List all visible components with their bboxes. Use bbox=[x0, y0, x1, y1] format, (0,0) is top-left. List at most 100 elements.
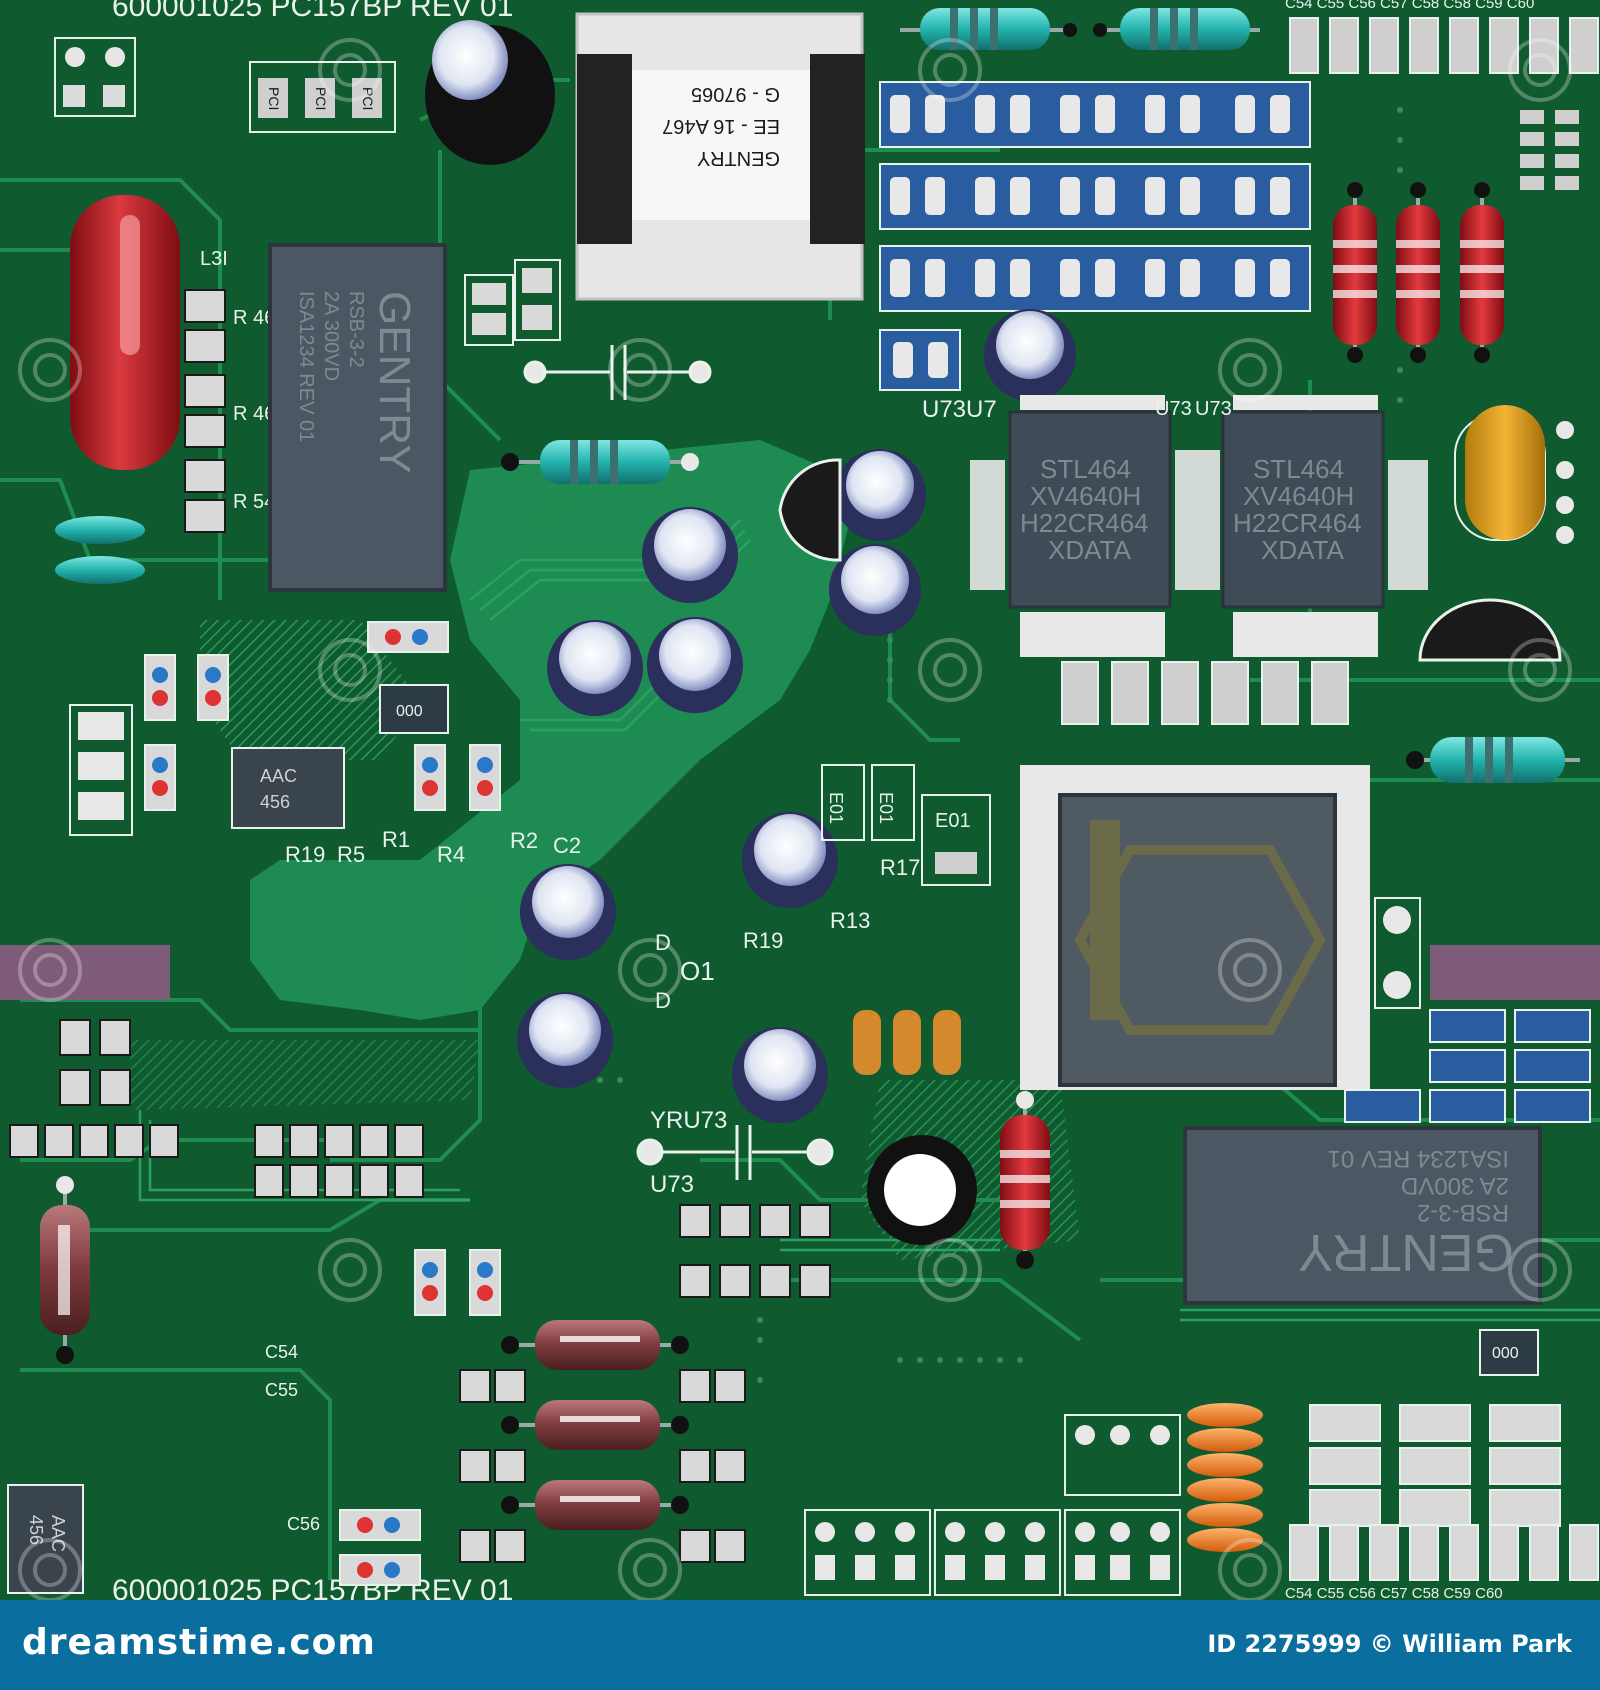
smd-000-chip-1: 000 bbox=[379, 684, 449, 734]
svg-text:AAC: AAC bbox=[48, 1515, 68, 1552]
circuit-board: 600001025 PC157BP REV 01 600001025 PC157… bbox=[0, 0, 1600, 1600]
smd-array-right bbox=[1520, 110, 1579, 190]
svg-text:EE - 16 A467: EE - 16 A467 bbox=[662, 115, 780, 137]
resistor-teal-center bbox=[501, 440, 699, 484]
svg-text:XV4640H: XV4640H bbox=[1243, 481, 1354, 511]
label-r54: R 54 bbox=[233, 491, 275, 513]
ground-plane-hatch-bottom bbox=[130, 1040, 480, 1110]
svg-text:O1: O1 bbox=[680, 956, 715, 986]
svg-text:2A 300VD: 2A 300VD bbox=[320, 291, 342, 381]
electrolytic-capacitor-cluster bbox=[517, 309, 1076, 1245]
svg-text:D: D bbox=[655, 988, 671, 1013]
capacitor-symbol-bottom bbox=[636, 1125, 834, 1180]
svg-text:R19: R19 bbox=[743, 928, 783, 953]
relay-gentry-right: GENTRY RSB-3-2 2A 300VD ISA1234 REV 01 bbox=[1183, 1126, 1542, 1305]
site-wordmark: dreamstime.com bbox=[22, 1622, 376, 1663]
smd-capacitor-row-top bbox=[1289, 17, 1599, 74]
resistor-brown-left bbox=[40, 1176, 90, 1364]
svg-text:PCI: PCI bbox=[313, 87, 329, 110]
purple-resistor-left bbox=[0, 945, 170, 1000]
relay-gentry-left: GENTRY RSB-3-2 2A 300VD ISA1234 REV 01 bbox=[268, 243, 447, 592]
svg-text:GENTRY: GENTRY bbox=[370, 291, 419, 474]
svg-text:C56: C56 bbox=[287, 1514, 320, 1534]
resistors-orange-small bbox=[853, 1010, 961, 1075]
watermark-footer-bar: dreamstime.com ID 2275999 © William Park bbox=[0, 1600, 1600, 1690]
svg-text:RSB-3-2: RSB-3-2 bbox=[1417, 1199, 1509, 1226]
ic-qfp-main bbox=[1020, 765, 1370, 1090]
smd-array-bottom-right bbox=[1289, 1404, 1599, 1581]
transistor-right bbox=[1418, 598, 1562, 662]
svg-text:RSB-3-2: RSB-3-2 bbox=[345, 291, 367, 368]
resistors-red-vertical bbox=[1333, 182, 1504, 363]
silkscreen-labels: R19 R5 R1 R4 R2 C2 R17 R13 R19 D D O1 YR… bbox=[265, 827, 920, 1534]
purple-resistor-right bbox=[1430, 945, 1600, 1000]
pci-pad-group: PCI PCI PCI bbox=[249, 61, 396, 133]
aac-chip: AAC 456 bbox=[231, 747, 345, 829]
svg-text:YRU73: YRU73 bbox=[650, 1107, 727, 1134]
ic-bus-pins-right bbox=[1388, 460, 1428, 590]
capacitor-red-cylinder bbox=[70, 195, 180, 470]
smd-pads-near-relay bbox=[464, 259, 561, 346]
svg-text:H22CR464: H22CR464 bbox=[1233, 508, 1362, 538]
svg-text:R2: R2 bbox=[510, 828, 538, 853]
cap-labels-top: C54 C55 C56 C57 C58 C58 C59 C60 bbox=[1285, 0, 1534, 12]
resistor-teal-right bbox=[1406, 737, 1580, 783]
svg-text:GENTRY: GENTRY bbox=[697, 147, 780, 169]
svg-text:000: 000 bbox=[1492, 1345, 1519, 1362]
smd-capacitor-row-middle bbox=[1061, 661, 1349, 725]
resistors-brown-bottom bbox=[501, 1320, 689, 1530]
resistor-teal-top-1 bbox=[900, 8, 1077, 50]
capacitors-teal-left bbox=[55, 516, 145, 584]
svg-text:R5: R5 bbox=[337, 842, 365, 867]
svg-text:R13: R13 bbox=[830, 908, 870, 933]
svg-text:XV4640H: XV4640H bbox=[1030, 481, 1141, 511]
label-u73-a: U73 bbox=[1155, 398, 1192, 420]
label-r46-b: R 46 bbox=[233, 403, 275, 425]
top-left-pads bbox=[54, 37, 136, 117]
svg-text:STL464: STL464 bbox=[1040, 454, 1131, 484]
label-l31: L3I bbox=[200, 248, 228, 270]
svg-text:R17: R17 bbox=[880, 855, 920, 880]
smd-column-left bbox=[184, 289, 226, 533]
label-r46-a: R 46 bbox=[233, 307, 275, 329]
svg-text:C2: C2 bbox=[553, 833, 581, 858]
svg-text:000: 000 bbox=[396, 703, 423, 720]
transistor-top bbox=[778, 458, 842, 562]
resistor-red-center bbox=[1000, 1091, 1050, 1269]
smd-array-right-middle bbox=[1344, 1009, 1591, 1123]
svg-text:E01: E01 bbox=[876, 792, 896, 824]
aac-chip-small: AAC 456 bbox=[7, 1484, 84, 1594]
svg-text:E01: E01 bbox=[935, 810, 971, 832]
smd-000-chip-2: 000 bbox=[1479, 1329, 1539, 1376]
svg-text:2A 300VD: 2A 300VD bbox=[1401, 1172, 1509, 1199]
svg-text:XDATA: XDATA bbox=[1048, 535, 1131, 565]
transformer-coil: GENTRY EE - 16 A467 G - 97065 bbox=[575, 12, 865, 301]
svg-text:AAC: AAC bbox=[260, 766, 297, 786]
svg-text:GENTRY: GENTRY bbox=[1298, 1223, 1514, 1281]
svg-text:R1: R1 bbox=[382, 827, 410, 852]
inductor-orange-coil bbox=[1187, 1403, 1263, 1552]
ground-plane-hatch-left bbox=[200, 620, 420, 760]
svg-text:STL464: STL464 bbox=[1253, 454, 1344, 484]
pcb-code-bottom: 600001025 PC157BP REV 01 bbox=[112, 1574, 513, 1600]
svg-text:R19: R19 bbox=[285, 842, 325, 867]
smd-pad-grid-left bbox=[9, 1019, 831, 1563]
smd-diodes bbox=[144, 621, 501, 1586]
label-u73-b: U73 bbox=[1195, 398, 1232, 420]
e01-pads: E01 E01 E01 bbox=[821, 764, 991, 886]
svg-text:PCI: PCI bbox=[360, 87, 376, 110]
svg-text:456: 456 bbox=[260, 792, 290, 812]
svg-text:C55: C55 bbox=[265, 1380, 298, 1400]
svg-text:XDATA: XDATA bbox=[1261, 535, 1344, 565]
watermark-spirals bbox=[18, 38, 1572, 1600]
resistor-teal-top-2 bbox=[1093, 8, 1260, 50]
pad-pair-right bbox=[1374, 897, 1421, 1009]
svg-text:456: 456 bbox=[26, 1515, 46, 1545]
svg-text:PCI: PCI bbox=[266, 87, 282, 110]
ic-bus-pins-left bbox=[970, 460, 1005, 590]
smd-000-stack bbox=[69, 704, 133, 836]
svg-text:ISA1234 REV 01: ISA1234 REV 01 bbox=[295, 291, 317, 442]
ic-bus-pins-middle bbox=[1175, 450, 1220, 590]
svg-text:C54: C54 bbox=[265, 1342, 298, 1362]
